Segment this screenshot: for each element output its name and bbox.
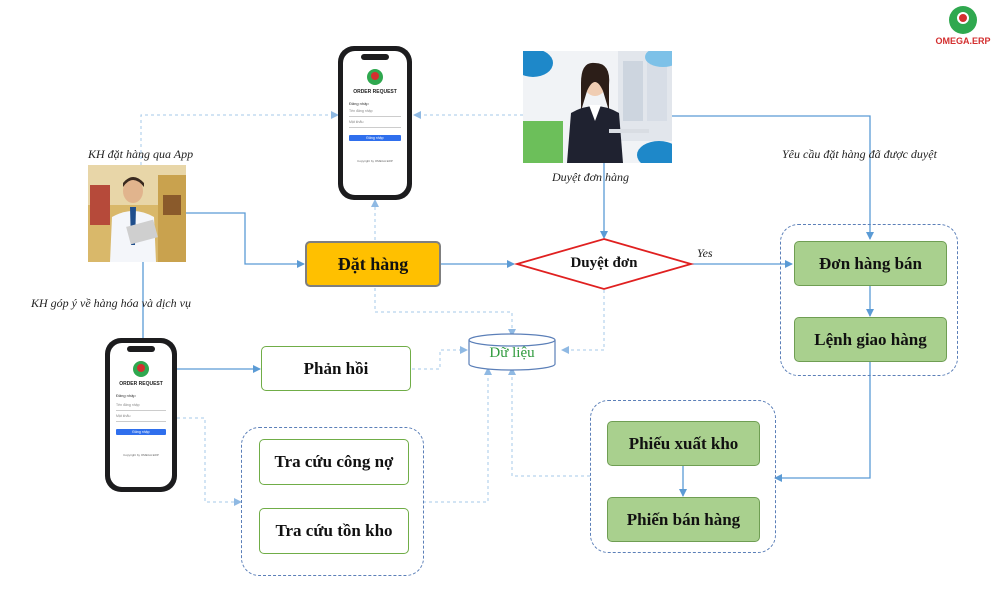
customer-photo (88, 165, 186, 262)
app-title: ORDER REQUEST (119, 381, 163, 387)
phone-screen: ORDER REQUEST Đăng nhập Tên đăng nhập Mậ… (110, 343, 172, 487)
dashed-customer-to-top-phone (140, 111, 339, 165)
feedback-node[interactable]: Phản hồi (261, 346, 411, 391)
dashed-order-to-data (374, 288, 516, 337)
password-input[interactable]: Mật khẩu (116, 414, 166, 422)
password-input[interactable]: Mật khẩu (349, 120, 401, 128)
place-order-node[interactable]: Đặt hàng (305, 241, 441, 287)
app-footer: Copyright by OMEGA ERP (123, 453, 159, 457)
arrow-photo-to-sales-order (672, 115, 874, 240)
data-node-label[interactable]: Dữ liệu (489, 345, 535, 361)
app-footer: Copyright by OMEGA ERP (357, 159, 393, 163)
stock-lookup-node[interactable]: Tra cứu tồn kho (259, 508, 409, 554)
sales-order-node[interactable]: Đơn hàng bán (794, 241, 947, 286)
brand-name: OMEGA.ERP (935, 36, 991, 46)
caption-yes: Yes (697, 246, 713, 260)
approve-node-label[interactable]: Duyệt đơn (570, 255, 638, 271)
dashed-warehouse-to-data (508, 367, 590, 477)
employee-photo-image (523, 51, 672, 163)
data-cylinder-shape (468, 333, 556, 371)
dashed-approve-to-data (561, 290, 605, 354)
caption-approve-order: Duyệt đơn hàng (552, 170, 630, 184)
dashed-lookup-to-data (423, 367, 492, 503)
customer-photo-image (88, 165, 186, 262)
login-heading: Đăng nhập (349, 101, 369, 106)
omega-erp-logo: OMEGA.ERP (930, 6, 996, 50)
caption-order-via-app: KH đặt hàng qua App (88, 147, 194, 161)
phone-notch (361, 54, 389, 60)
login-button[interactable]: Đăng nhập (349, 135, 401, 141)
dashed-phone-to-lookup (177, 417, 242, 506)
app-logo-icon (367, 69, 383, 85)
login-button[interactable]: Đăng nhập (116, 429, 166, 435)
arrow-delivery-to-warehouse (774, 362, 871, 482)
phone-notch (127, 346, 155, 352)
arrow-customer-to-order (186, 212, 305, 268)
warehouse-group (590, 400, 776, 553)
order-app-phone-bottom[interactable]: ORDER REQUEST Đăng nhập Tên đăng nhập Mậ… (105, 338, 177, 492)
employee-photo (523, 51, 672, 163)
omega-logo-dot-icon (957, 12, 969, 24)
warehouse-slip-node[interactable]: Phiếu xuất kho (607, 421, 760, 466)
lookup-group (241, 427, 424, 576)
delivery-order-node[interactable]: Lệnh giao hàng (794, 317, 947, 362)
login-heading: Đăng nhập (116, 393, 136, 398)
order-app-phone-top[interactable]: ORDER REQUEST Đăng nhập Tên đăng nhập Mậ… (338, 46, 412, 200)
caption-approved-request: Yêu cầu đặt hàng đã được duyệt (782, 147, 937, 161)
sales-group (780, 224, 958, 376)
username-input[interactable]: Tên đăng nhập (349, 109, 401, 117)
app-title: ORDER REQUEST (353, 89, 397, 95)
phone-screen: ORDER REQUEST Đăng nhập Tên đăng nhập Mậ… (343, 51, 407, 195)
username-input[interactable]: Tên đăng nhập (116, 403, 166, 411)
app-logo-icon (133, 361, 149, 377)
debt-lookup-node[interactable]: Tra cứu công nợ (259, 439, 409, 485)
caption-feedback: KH góp ý về hàng hóa và dịch vụ (31, 296, 191, 310)
dashed-feedback-to-data (412, 346, 468, 370)
approve-diamond-shape (513, 238, 695, 290)
sales-slip-node[interactable]: Phiến bán hàng (607, 497, 760, 542)
